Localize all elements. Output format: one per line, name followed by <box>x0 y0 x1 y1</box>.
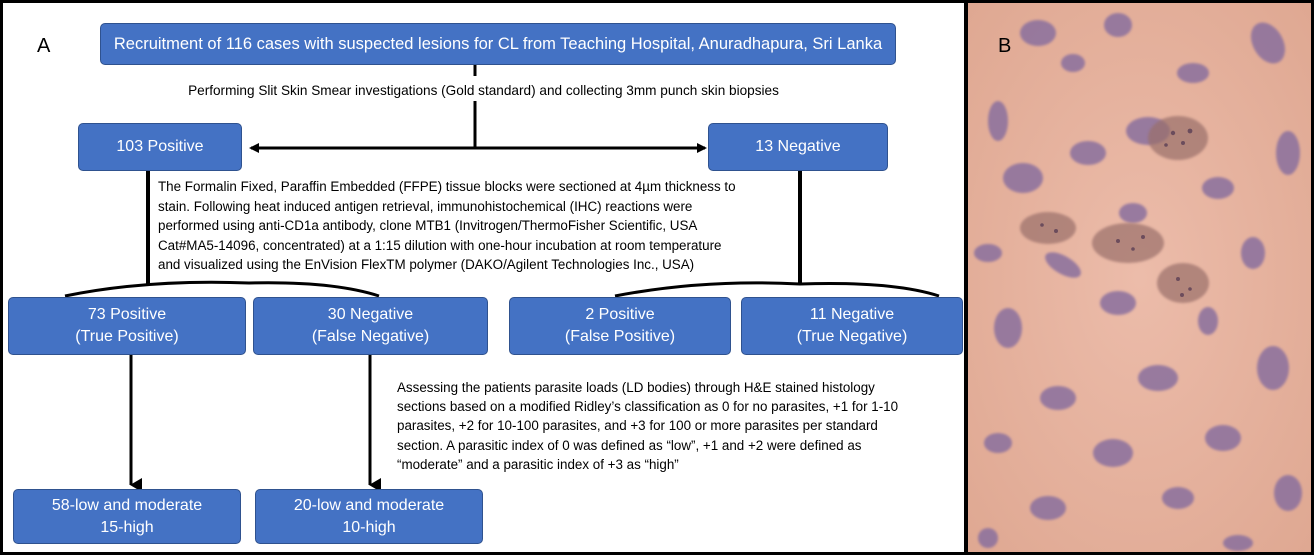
result-count: 30 Negative <box>327 306 414 323</box>
load-box-true-positive: 58-low and moderate 15-high <box>13 489 241 544</box>
nuclei-cluster <box>974 13 1302 551</box>
parasite-clusters <box>1020 116 1209 303</box>
parasite-load-text: Assessing the patients parasite loads (L… <box>397 378 957 474</box>
positive-box: 103 Positive <box>78 123 242 171</box>
step1-text: Performing Slit Skin Smear investigation… <box>188 83 779 98</box>
parasite-dots <box>1040 128 1193 297</box>
result-type: (False Positive) <box>564 328 676 345</box>
panel-b-label: B <box>998 35 1012 57</box>
result-count: 11 Negative <box>809 306 895 323</box>
recruitment-box: Recruitment of 116 cases with suspected … <box>100 23 896 65</box>
false-positive-box: 2 Positive (False Positive) <box>509 297 731 355</box>
ihc-line: stain. Following heat induced antigen re… <box>158 198 693 214</box>
ihc-line: performed using anti-CD1a antibody, clon… <box>158 218 698 233</box>
result-type: (True Negative) <box>796 328 908 345</box>
load-line: 15-high <box>100 518 154 536</box>
micrograph-image <box>968 3 1311 552</box>
false-negative-box: 30 Negative (False Negative) <box>253 297 488 355</box>
load-line: 58-low and moderate <box>51 496 203 514</box>
true-positive-box: 73 Positive (True Positive) <box>8 297 246 355</box>
assess-line: sections based on a modified Ridley’s cl… <box>397 399 899 415</box>
assess-line: Assessing the patients parasite loads (L… <box>397 380 875 395</box>
assess-line: section. A parasitic index of 0 was defi… <box>397 437 862 453</box>
panel-a-flowchart: A Recruitment of 116 cases with suspecte… <box>3 3 964 552</box>
load-line: 20-low and moderate <box>293 496 445 514</box>
ihc-line: The Formalin Fixed, Paraffin Embedded (F… <box>158 179 736 194</box>
brace-negative <box>614 281 940 298</box>
ihc-line: Cat#MA5-14096, concentrated) at a 1:15 d… <box>158 237 722 253</box>
tissue-background <box>968 3 1311 552</box>
brace-positive <box>64 280 380 298</box>
ihc-method-text: The Formalin Fixed, Paraffin Embedded (F… <box>158 177 818 275</box>
panel-b-micrograph: B <box>968 3 1311 552</box>
panel-divider <box>964 0 968 555</box>
load-box-false-negative: 20-low and moderate 10-high <box>255 489 483 544</box>
assess-line: parasites, +2 for 10-100 parasites, and … <box>397 418 878 434</box>
result-count: 2 Positive <box>585 306 655 323</box>
result-count: 73 Positive <box>87 306 167 323</box>
negative-box: 13 Negative <box>708 123 888 171</box>
load-line: 10-high <box>342 518 396 536</box>
ihc-line: and visualized using the EnVision FlexTM… <box>158 257 695 272</box>
result-type: (False Negative) <box>311 328 430 345</box>
negative-box-label: 13 Negative <box>755 138 841 155</box>
result-type: (True Positive) <box>75 328 179 345</box>
assess-line: “moderate” and a parasitic index of +3 a… <box>397 456 679 472</box>
recruitment-text: Recruitment of 116 cases with suspected … <box>113 35 883 53</box>
true-negative-box: 11 Negative (True Negative) <box>741 297 963 355</box>
connector-lines <box>64 63 940 492</box>
panel-a-label: A <box>37 35 51 57</box>
positive-box-label: 103 Positive <box>116 138 204 155</box>
